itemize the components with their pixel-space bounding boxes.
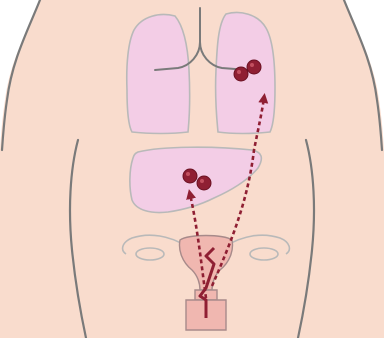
liver-nodule	[183, 169, 197, 183]
liver-nodule	[197, 176, 211, 190]
nodule-highlight	[237, 70, 241, 74]
nodule-highlight	[200, 179, 204, 183]
lung-nodule	[234, 67, 248, 81]
nodule-highlight	[250, 63, 254, 67]
nodule-highlight	[186, 172, 190, 176]
lung-nodule	[247, 60, 261, 74]
left-lung	[127, 15, 190, 134]
